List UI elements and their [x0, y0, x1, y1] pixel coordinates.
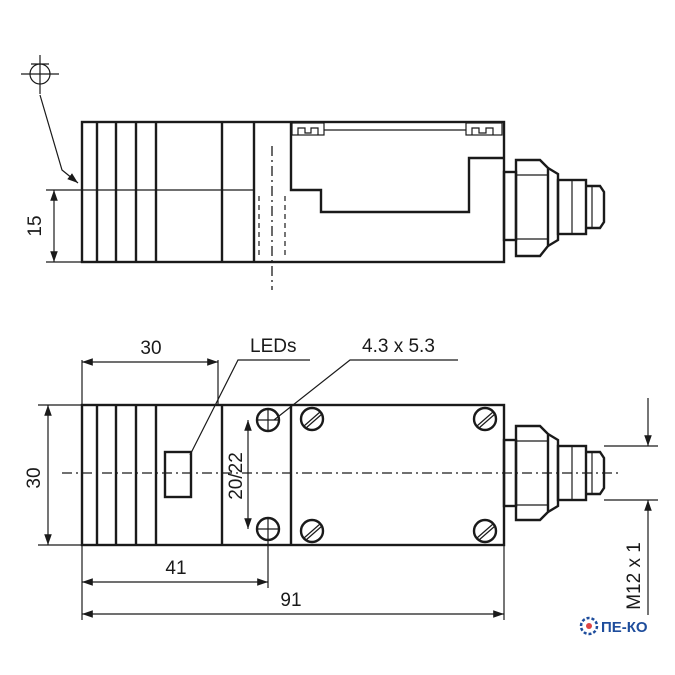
mounting-hole-bottom: [255, 516, 281, 542]
screw-3: [472, 406, 498, 432]
top-view: 15: [21, 55, 606, 290]
position-tolerance-icon: [21, 55, 59, 94]
screw-1: [299, 406, 325, 432]
screw-2: [299, 518, 325, 544]
leds-label: LEDs: [250, 336, 296, 357]
dim-41-label: 41: [165, 558, 186, 579]
side-view: 30 LEDs 4.3 x 5.3 30 20/22 41 91 M12 x 1: [24, 336, 658, 620]
dim-15-label: 15: [25, 215, 46, 236]
tolerance-leader: [39, 94, 79, 184]
slot-leader: [273, 359, 458, 421]
slot-profile: [289, 122, 504, 214]
dim-30-width-label: 30: [140, 338, 161, 359]
connector-nut-side: [502, 424, 606, 522]
mounting-hole-top: [255, 407, 281, 433]
clip-left: [291, 122, 325, 136]
leds-leader: [189, 359, 310, 456]
watermark-logo: ПЕ-КО: [579, 616, 648, 636]
dim-91-label: 91: [280, 590, 301, 611]
sensor-body-side: [80, 403, 506, 547]
connector-nut-top: [502, 158, 606, 258]
thread-label: M12 x 1: [624, 542, 645, 610]
slot-label: 4.3 x 5.3: [362, 336, 435, 357]
dim-20-22-label: 20/22: [226, 452, 247, 500]
watermark-text: ПЕ-КО: [601, 619, 648, 636]
sensor-body-top: [80, 120, 506, 264]
led-window: [163, 450, 193, 499]
screw-4: [472, 518, 498, 544]
clip-right: [465, 122, 503, 136]
dim-30-height-label: 30: [24, 467, 45, 488]
